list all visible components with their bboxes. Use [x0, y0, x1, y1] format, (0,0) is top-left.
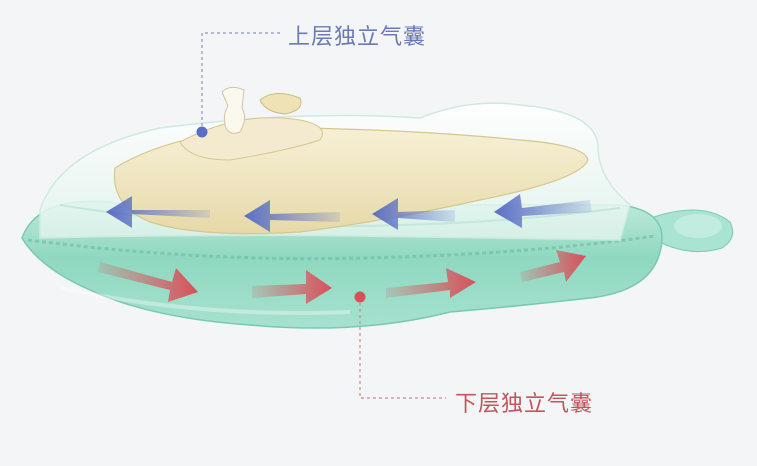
upper-chamber-label: 上层独立气囊	[288, 19, 426, 51]
lower-chamber-label: 下层独立气囊	[455, 386, 593, 418]
